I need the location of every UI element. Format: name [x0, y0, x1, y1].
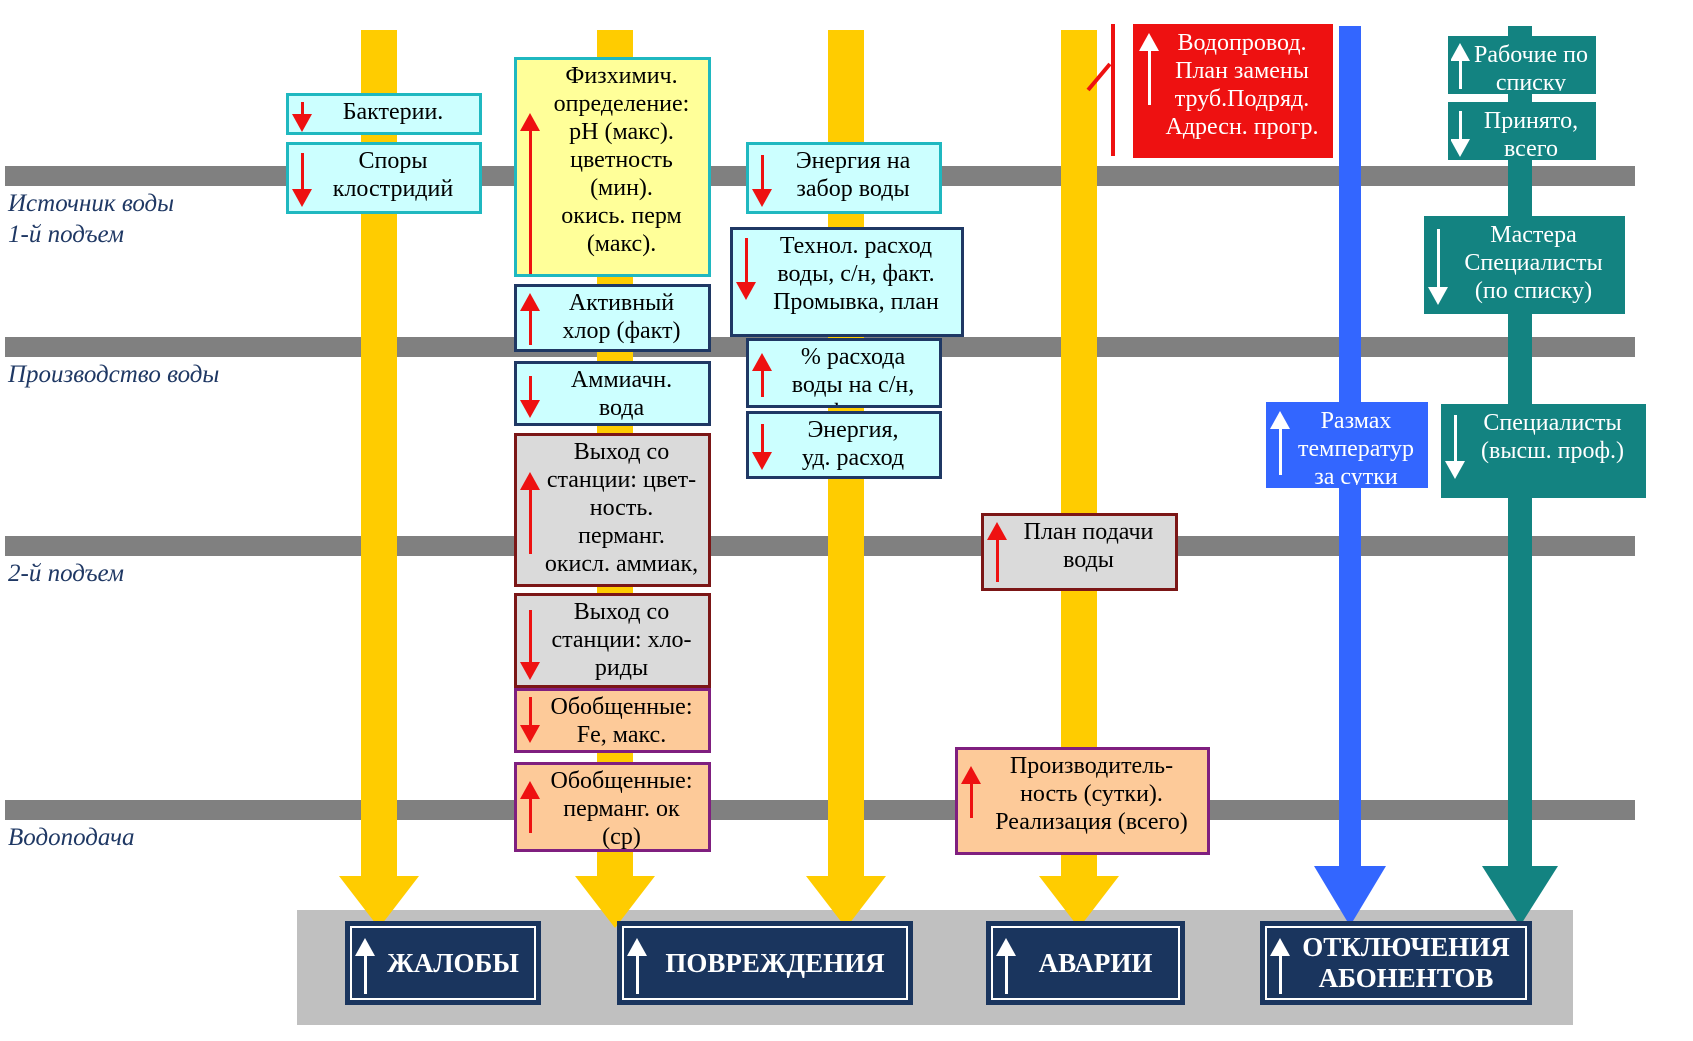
arrow-down-icon — [520, 697, 540, 743]
zone-label-supply: Водоподача — [8, 824, 135, 851]
box-productivity-label: Производитель- ность (сутки). Реализация… — [995, 753, 1188, 835]
accidents-button-label: АВАРИИ — [1038, 947, 1153, 978]
complaints-button[interactable]: ЖАЛОБЫ — [345, 921, 541, 1005]
zone-label-production: Производство воды — [8, 361, 220, 388]
box-ammonia-label: Аммиачн. вода — [570, 367, 673, 421]
arrow-up-icon — [961, 766, 981, 818]
flow-arrowhead-energy — [806, 876, 886, 928]
box-outlet-chlorides-label: Выход со станции: хло- риды — [551, 599, 692, 681]
box-outlet-color-label: Выход со станции: цвет- ность. перманг. … — [544, 439, 699, 577]
box-summary-fe-label: Обобщенные: Fe, макс. — [550, 694, 693, 748]
arrow-up-icon — [355, 938, 375, 994]
arrow-down-icon — [292, 153, 312, 207]
arrow-up-icon — [752, 353, 772, 397]
box-accepted-total: Принято, всего — [1448, 102, 1596, 160]
box-masters: Мастера Специалисты (по списку) — [1424, 216, 1625, 314]
arrow-down-icon — [1428, 229, 1448, 305]
box-workers-list: Рабочие по списку — [1448, 36, 1596, 94]
box-summary-fe: Обобщенные: Fe, макс. — [514, 688, 711, 753]
box-temp-range-label: Размах температур за сутки — [1297, 408, 1415, 488]
box-specialists-higher-label: Специалисты (высш. проф.) — [1481, 410, 1624, 464]
disconnections-button[interactable]: ОТКЛЮЧЕНИЯ АБОНЕНТОВ — [1260, 921, 1532, 1005]
arrow-up-icon — [987, 522, 1007, 582]
arrow-down-icon — [1445, 415, 1465, 479]
box-bacteria: Бактерии. — [286, 93, 482, 135]
box-accepted-total-label: Принято, всего — [1483, 108, 1579, 160]
flow-arrowhead-staff — [1482, 866, 1558, 926]
box-summary-perm: Обобщенные: перманг. ок (ср) — [514, 762, 711, 852]
flow-arrow-accidents — [1061, 30, 1097, 878]
box-percent-usage: % расхода воды на с/н, факт — [746, 338, 942, 408]
arrow-up-icon — [520, 781, 540, 833]
box-supply-plan: План подачи воды — [981, 513, 1178, 591]
zone-label-source: Источник воды 1-й подъем — [8, 190, 175, 248]
disconnections-button-label: ОТКЛЮЧЕНИЯ АБОНЕНТОВ — [1302, 932, 1510, 993]
arrow-up-icon — [520, 472, 540, 554]
damages-button-label: ПОВРЕЖДЕНИЯ — [665, 947, 885, 978]
arrow-down-icon — [520, 610, 540, 680]
box-energy-specific-label: Энергия, уд. расход — [801, 417, 905, 471]
flow-arrowhead-complaints — [339, 876, 419, 928]
arrow-down-icon — [292, 102, 312, 132]
box-tech-usage-label: Технол. расход воды, с/н, факт. Промывка… — [773, 233, 939, 315]
box-masters-label: Мастера Специалисты (по списку) — [1464, 222, 1603, 304]
box-percent-usage-label: % расхода воды на с/н, факт — [791, 344, 915, 405]
complaints-button-label: ЖАЛОБЫ — [387, 947, 519, 978]
box-water-pipe-label: Водопровод. План замены труб.Подряд. Адр… — [1165, 30, 1319, 140]
box-ammonia: Аммиачн. вода — [514, 361, 711, 426]
box-supply-plan-label: План подачи воды — [1023, 519, 1154, 573]
box-active-chlorine-label: Активный хлор (факт) — [562, 290, 681, 344]
flow-arrowhead-accidents — [1039, 876, 1119, 928]
box-specialists-higher: Специалисты (высш. проф.) — [1441, 404, 1646, 498]
box-energy-intake-label: Энергия на забор воды — [795, 148, 911, 202]
arrow-down-icon — [736, 238, 756, 300]
arrow-down-icon — [752, 155, 772, 207]
zone-label-second-lift: 2-й подъем — [8, 560, 124, 587]
arrow-down-icon — [752, 424, 772, 470]
damages-button[interactable]: ПОВРЕЖДЕНИЯ — [617, 921, 913, 1005]
accidents-button[interactable]: АВАРИИ — [986, 921, 1185, 1005]
box-active-chlorine: Активный хлор (факт) — [514, 284, 711, 352]
box-physchem-label: Физхимич. определение: pH (макс). цветно… — [553, 63, 690, 257]
box-summary-perm-label: Обобщенные: перманг. ок (ср) — [550, 768, 693, 850]
arrow-up-icon — [1270, 411, 1290, 475]
arrow-up-icon — [520, 113, 540, 274]
flow-arrowhead-temperature — [1314, 866, 1386, 926]
zone-line-supply — [5, 800, 1635, 820]
arrow-up-icon — [520, 293, 540, 345]
zone-line-second-lift — [5, 536, 1635, 556]
arrow-down-icon — [520, 376, 540, 418]
box-bacteria-label: Бактерии. — [342, 99, 444, 125]
arrow-up-icon — [1270, 938, 1290, 994]
box-spores: Споры клостридий — [286, 142, 482, 214]
box-temp-range: Размах температур за сутки — [1266, 402, 1428, 488]
box-spores-label: Споры клостридий — [332, 148, 454, 202]
box-workers-list-label: Рабочие по списку — [1474, 42, 1588, 94]
pipe-marker-line — [1111, 24, 1115, 156]
box-energy-intake: Энергия на забор воды — [746, 142, 942, 214]
arrow-up-icon — [1451, 43, 1470, 89]
arrow-up-icon — [996, 938, 1016, 994]
arrow-up-icon — [1139, 33, 1159, 105]
box-outlet-chlorides: Выход со станции: хло- риды — [514, 593, 711, 688]
box-productivity: Производитель- ность (сутки). Реализация… — [955, 747, 1210, 855]
box-water-pipe: Водопровод. План замены труб.Подряд. Адр… — [1133, 24, 1333, 158]
box-physchem: Физхимич. определение: pH (макс). цветно… — [514, 57, 711, 277]
flow-arrowhead-damages — [575, 876, 655, 928]
arrow-up-icon — [627, 938, 647, 994]
box-tech-usage: Технол. расход воды, с/н, факт. Промывка… — [730, 227, 964, 337]
box-energy-specific: Энергия, уд. расход — [746, 411, 942, 479]
box-outlet-color: Выход со станции: цвет- ность. перманг. … — [514, 433, 711, 587]
arrow-down-icon — [1451, 111, 1470, 157]
